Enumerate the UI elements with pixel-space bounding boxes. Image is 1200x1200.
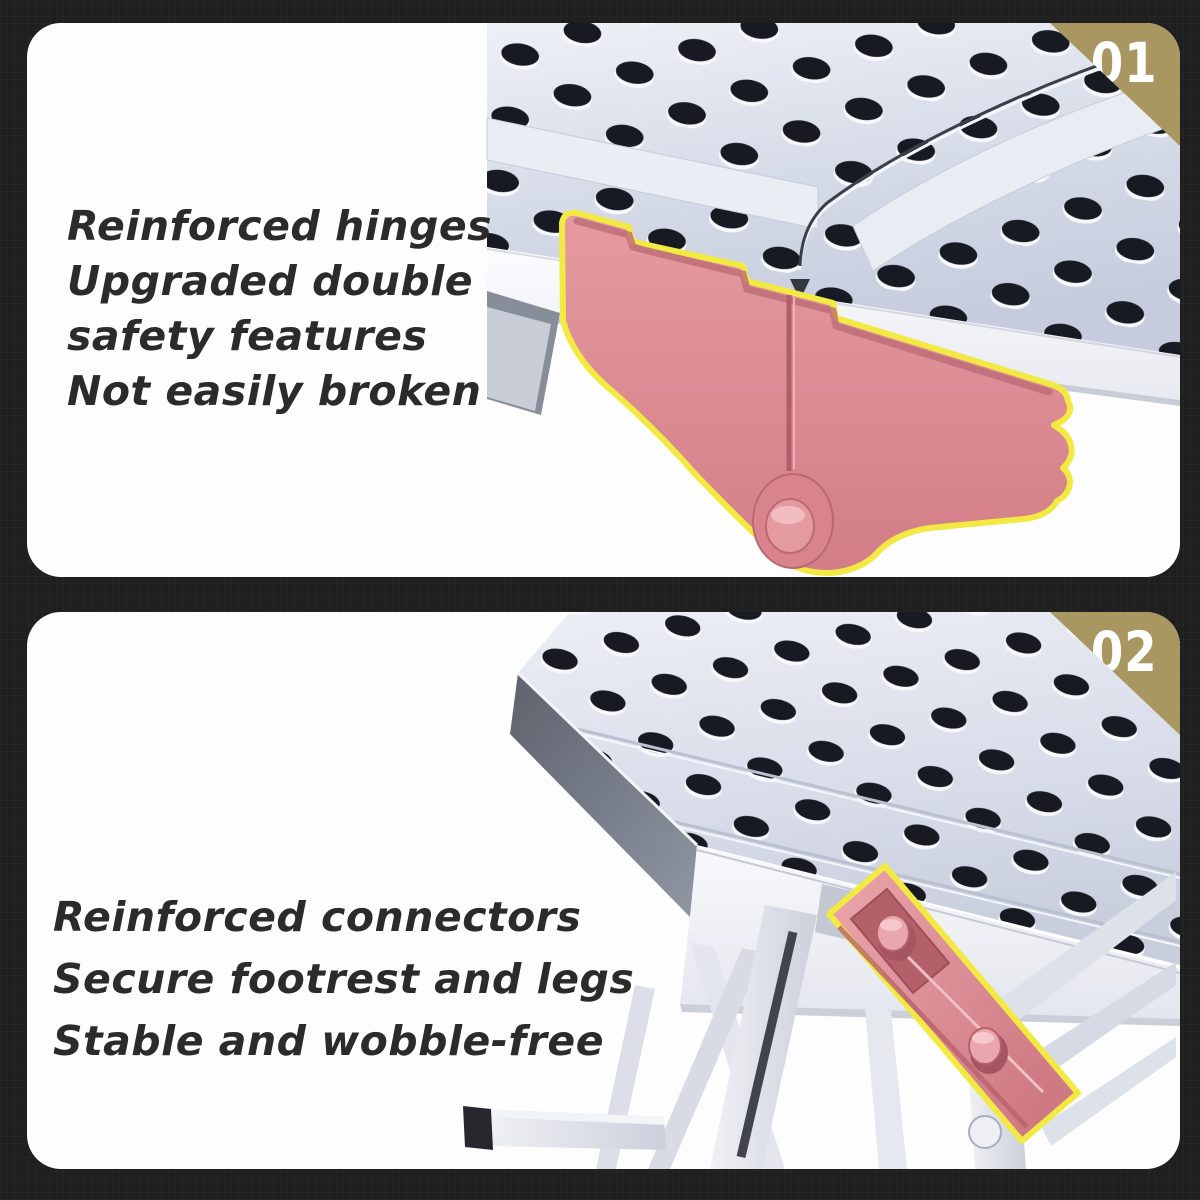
- feature-card-connectors: 02 Reinforced connectors Secure footrest…: [27, 612, 1180, 1169]
- footrest-tube: [463, 1106, 666, 1150]
- feature-line: Secure footrest and legs: [53, 955, 635, 1003]
- tube-end-cap: [463, 1106, 493, 1150]
- feature-card-hinges: 01 Reinforced hinges Upgraded double saf…: [27, 23, 1180, 577]
- seam-notch: [790, 279, 810, 300]
- diagonal-brace: [971, 872, 1176, 1046]
- feature-line: Not easily broken: [67, 367, 482, 415]
- channel-leg: [710, 905, 817, 1169]
- feature-line: safety features: [67, 312, 428, 360]
- feature-line: Reinforced hinges: [67, 202, 493, 250]
- hinge-highlight: [559, 209, 1075, 577]
- feature-line: Upgraded double: [67, 257, 474, 305]
- feature-text-hinges: Reinforced hinges Upgraded double safety…: [67, 199, 492, 419]
- feature-line: Reinforced connectors: [53, 893, 582, 941]
- diagonal-brace: [1041, 1037, 1176, 1146]
- connector-closeup-illustration: [463, 612, 1180, 1169]
- feature-line: Stable and wobble-free: [53, 1017, 605, 1065]
- feature-text-connectors: Reinforced connectors Secure footrest an…: [53, 886, 634, 1072]
- pressed-rib-right: [852, 74, 1180, 272]
- tabletop-side-face: [510, 673, 697, 917]
- tabletop-seam: [798, 36, 1180, 267]
- leg-bolt: [968, 1115, 1002, 1149]
- hinge-plate-pink: [559, 209, 1075, 577]
- table-leg-partial: [487, 291, 560, 415]
- connector-highlight: [826, 863, 1081, 1144]
- hinge-closeup-illustration: [486, 23, 1180, 577]
- pressed-rib-left: [486, 117, 819, 230]
